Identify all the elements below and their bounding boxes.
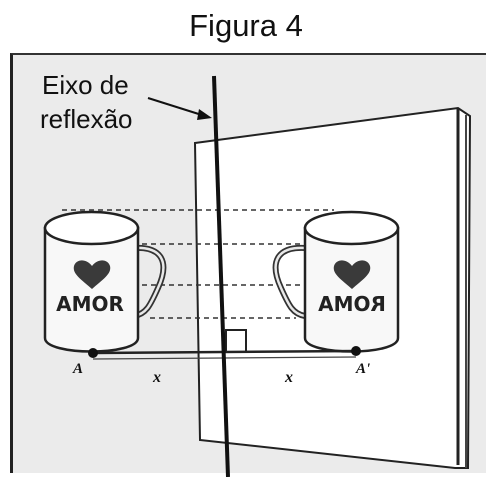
left-heart-icon bbox=[73, 260, 111, 289]
axis-label-line2: reflexão bbox=[40, 104, 133, 134]
figure-title: Figura 4 bbox=[189, 8, 303, 43]
left-mug bbox=[43, 210, 167, 353]
point-a-prime bbox=[351, 346, 361, 356]
right-angle-mark bbox=[225, 329, 247, 352]
right-heart-icon bbox=[333, 260, 371, 289]
axis-pointer-arrow bbox=[147, 97, 212, 120]
distance-right-label: x bbox=[284, 369, 293, 386]
right-mug-text: ROMA bbox=[318, 292, 386, 316]
point-a-label: A bbox=[72, 361, 83, 377]
point-a-prime-label: A' bbox=[355, 361, 370, 377]
reflection-axis bbox=[212, 75, 230, 477]
distance-left-label: x bbox=[152, 369, 161, 386]
right-mug bbox=[272, 210, 400, 353]
axis-label-line1: Eixo de bbox=[42, 70, 129, 100]
point-a bbox=[88, 348, 98, 358]
left-mug-text: AMOR bbox=[56, 292, 124, 316]
